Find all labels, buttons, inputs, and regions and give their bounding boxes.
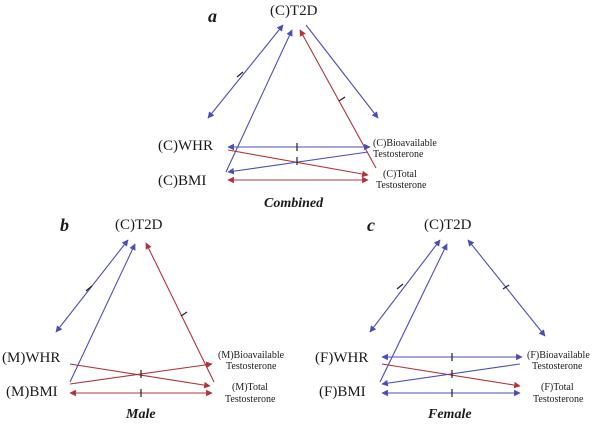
tick-t2d-bio-c [502, 284, 510, 290]
node-bioavailable-b-line1: (M)Bioavailable [218, 350, 285, 361]
node-bmi-b: (M)BMI [6, 384, 58, 400]
node-whr-a: (C)WHR [158, 138, 213, 154]
panel-letter-b: b [60, 215, 69, 235]
tick-whr-t2d-b [85, 285, 93, 292]
node-bioavailable-b-line2: Testosterone [226, 361, 277, 372]
node-bioavailable-a-line1: (C)Bioavailable [373, 138, 437, 149]
panel-letter-c: c [367, 215, 375, 235]
edge-whr-total-b [69, 363, 211, 389]
edge-bio-bmi-a [227, 151, 369, 175]
panel-letter-a: a [208, 6, 217, 26]
caption-male: Male [125, 407, 156, 422]
edge-bmi-t2d-b [69, 243, 136, 383]
node-bioavailable-c-line2: Testosterone [532, 361, 583, 372]
node-total-c-line2: Testosterone [533, 394, 584, 405]
panel-male: b (C)T2D (M)WHR (M)BMI (M)Bioavailable T… [2, 215, 285, 422]
edge-t2d-bio-c [467, 239, 546, 337]
node-t2d-a: (C)T2D [270, 3, 318, 19]
edge-bio-bmi-c [381, 363, 521, 387]
edge-t2d-bio-a [305, 24, 379, 119]
caption-female: Female [427, 407, 472, 422]
edge-bmi-t2d-c [379, 243, 448, 383]
node-t2d-b: (C)T2D [115, 217, 163, 233]
node-whr-b: (M)WHR [2, 350, 60, 366]
edge-whr-t2d-a [207, 24, 284, 119]
node-total-b-line1: (M)Total [232, 382, 268, 393]
tick-total-t2d-b [180, 311, 188, 317]
edge-whr-total-c [381, 363, 521, 389]
node-bmi-c: (F)BMI [319, 384, 366, 400]
node-bmi-a: (C)BMI [158, 173, 206, 189]
edge-bmi-t2d-a [225, 29, 293, 173]
edge-whr-t2d-c [369, 239, 441, 333]
node-t2d-c: (C)T2D [424, 217, 472, 233]
node-bioavailable-c-line1: (F)Bioavailable [527, 350, 590, 361]
tick-whr-t2d-c [396, 283, 404, 290]
tick-total-t2d-a [338, 96, 346, 102]
node-total-b-line2: Testosterone [225, 394, 276, 405]
panel-combined: a (C)T2D (C)WHR (C)BMI (C)Bioavailable T… [158, 3, 437, 211]
node-total-a-line2: Testosterone [376, 180, 427, 191]
node-total-c-line1: (F)Total [541, 382, 574, 393]
tick-whr-t2d-a [236, 71, 244, 78]
panel-female: c (C)T2D (F)WHR (F)BMI (F)Bioavailable T… [315, 215, 590, 422]
node-whr-c: (F)WHR [315, 350, 368, 366]
node-bioavailable-a-line2: Testosterone [373, 149, 424, 160]
caption-combined: Combined [264, 196, 324, 211]
edge-total-t2d-b [145, 242, 215, 383]
node-total-a-line1: (C)Total [383, 169, 417, 180]
